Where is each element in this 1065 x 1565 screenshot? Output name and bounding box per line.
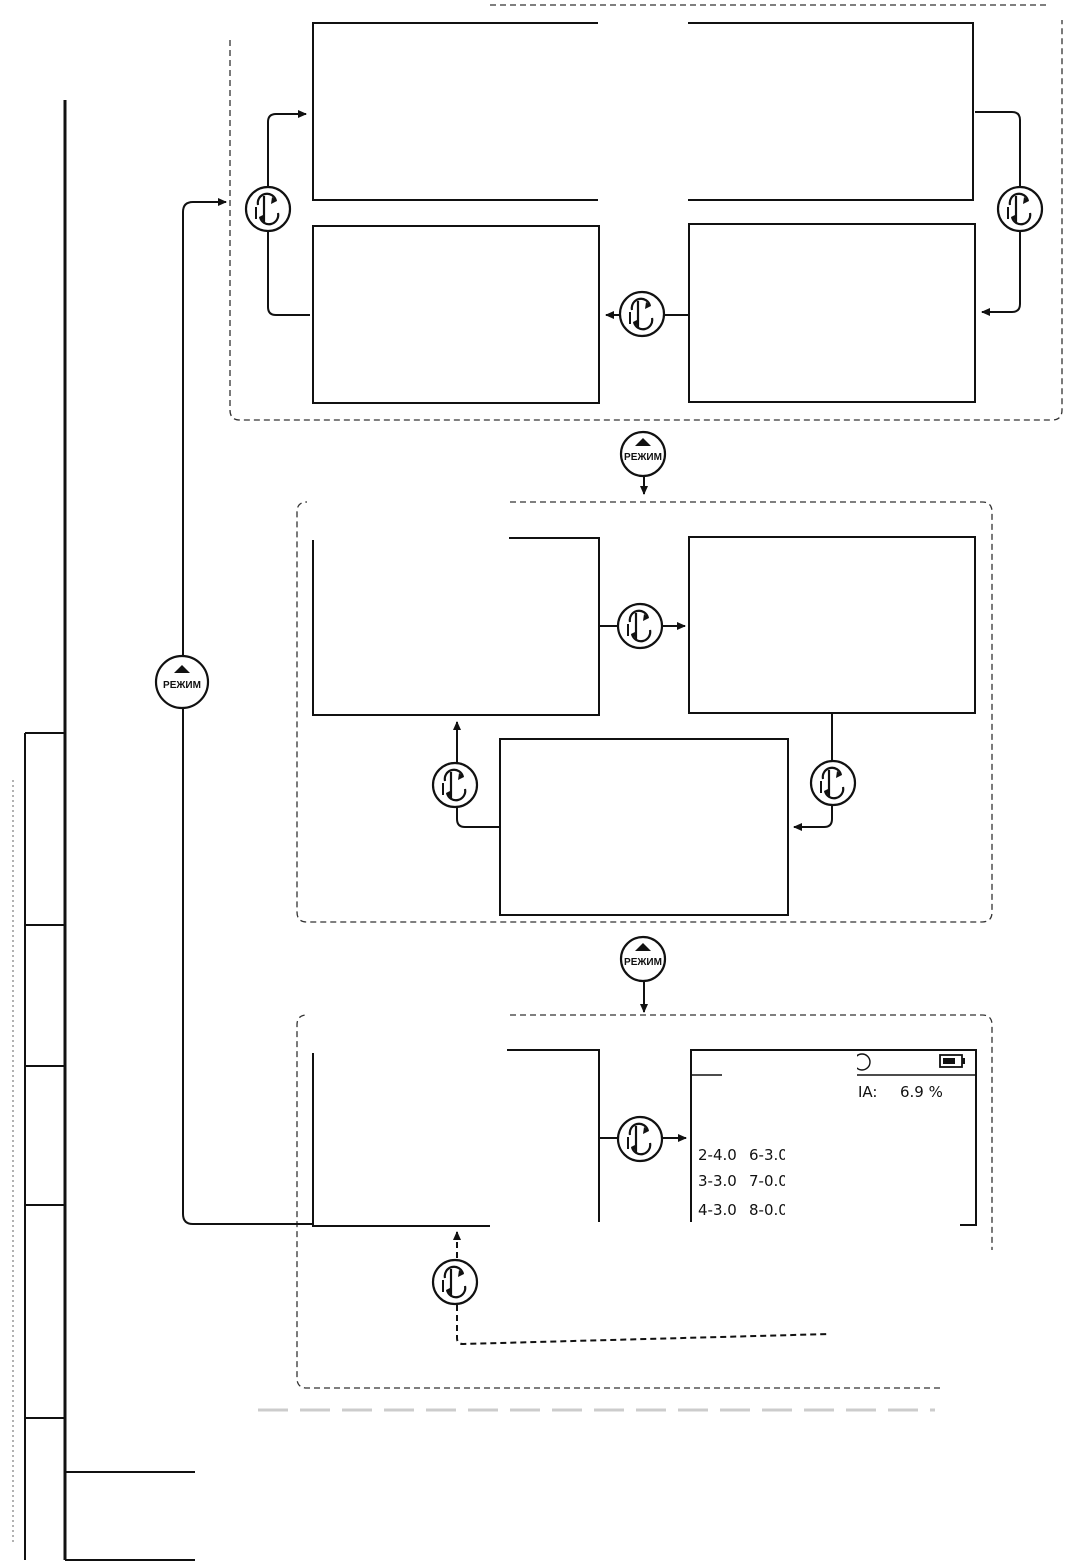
mode-button-1[interactable]: РЕЖИМ — [619, 430, 667, 495]
cycle-button-2-left[interactable] — [431, 761, 479, 809]
mode-button-return[interactable]: РЕЖИМ — [154, 654, 210, 710]
cycle-button-1-bottom[interactable] — [618, 290, 666, 338]
mode-label: РЕЖИМ — [624, 957, 662, 968]
battery-icon — [939, 1054, 965, 1068]
mode-triangle-icon — [174, 665, 190, 673]
masked-area — [598, 18, 688, 208]
row-2-a: 3-3.0 — [698, 1172, 737, 1190]
group-3-border-top — [510, 1014, 993, 1250]
screen-2c — [499, 738, 789, 916]
return-loop — [182, 198, 313, 1225]
value-readout: 6.9 % — [900, 1083, 943, 1101]
row-3-a: 4-3.0 — [698, 1201, 737, 1219]
row-3-b: 8-0.0 — [749, 1201, 788, 1219]
screen-1c — [688, 223, 976, 403]
cycle-button-1-right[interactable] — [996, 185, 1044, 233]
mode-group-2 — [296, 482, 993, 923]
group-2-border — [296, 501, 993, 923]
cycle-button-2-right[interactable] — [809, 759, 857, 807]
mode-group-1 — [229, 18, 1063, 421]
screen-2a — [312, 537, 600, 716]
row-1-a: 2-4.0 — [698, 1146, 737, 1164]
row-1-b: 6-3.0 — [749, 1146, 788, 1164]
cycle-button-2-top[interactable] — [616, 602, 664, 650]
row-2-b: 7-0.0 — [749, 1172, 788, 1190]
cycle-button-3-right[interactable] — [616, 1115, 664, 1163]
screen-1b — [312, 225, 600, 404]
screen-2b — [688, 536, 976, 714]
cycle-button-1-left[interactable] — [244, 185, 292, 233]
device-screen: IA: 6.9 % 2-4.0 6-3.0 3-3.0 7-0.0 4-3.0 … — [690, 1049, 977, 1226]
group-1-border — [229, 20, 1063, 421]
mode-button-2[interactable]: РЕЖИМ — [619, 935, 667, 1013]
value-label: IA: — [858, 1083, 877, 1101]
screen-3a — [312, 1049, 600, 1227]
group-3-border — [296, 1014, 940, 1389]
page-frame — [12, 4, 1050, 1561]
cycle-button-3-bottom[interactable] — [431, 1258, 479, 1306]
mode-label: РЕЖИМ — [624, 452, 662, 463]
mode-group-3: IA: 6.9 % 2-4.0 6-3.0 3-3.0 7-0.0 4-3.0 … — [296, 995, 1000, 1400]
mode-triangle-icon — [635, 943, 651, 951]
mode-triangle-icon — [635, 438, 651, 446]
mode-label: РЕЖИМ — [163, 680, 201, 691]
